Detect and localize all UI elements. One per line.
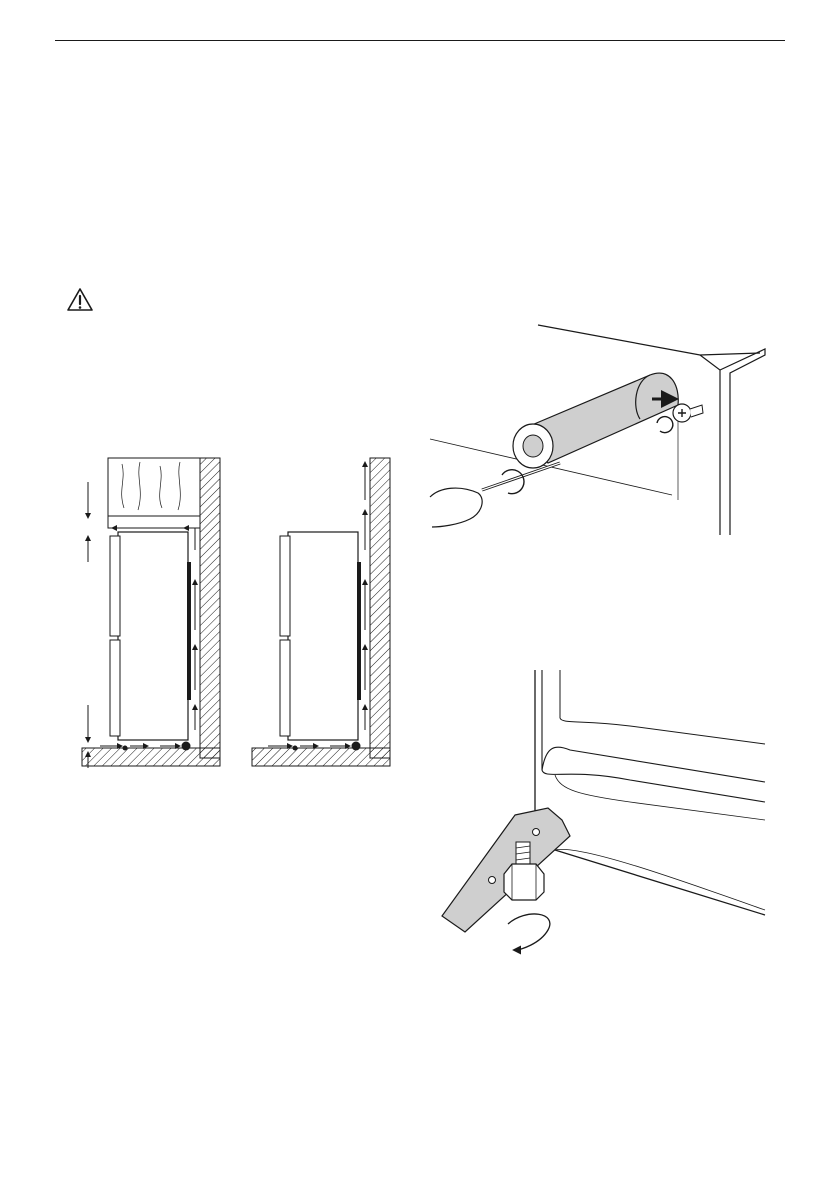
door-handle [513, 373, 678, 468]
warning-triangle-icon [66, 287, 94, 313]
door-handle-mounting-figure [420, 315, 820, 545]
rotate-arrow-icon [508, 914, 550, 950]
screwdriver-icon [430, 463, 560, 527]
built-in-installation [82, 458, 220, 768]
free-standing-installation [252, 458, 390, 766]
ventilation-clearance-figure [70, 450, 400, 780]
header-rule [55, 40, 785, 41]
foot-bracket [442, 808, 570, 932]
adjustable-foot-figure [430, 660, 780, 960]
